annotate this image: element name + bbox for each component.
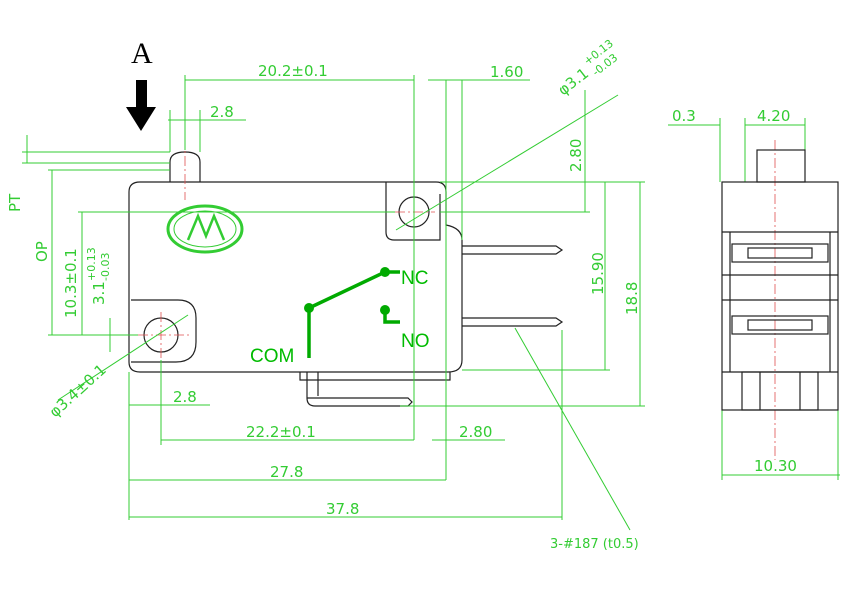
dim-hole-left: φ3.4±0.1 [46,361,110,421]
dim-pt: PT [6,193,24,212]
dim-10-3: 10.3±0.1 [62,248,80,318]
terminal-label-no: NO [401,331,430,352]
dim-hole-top: φ3.1 +0.13 -0.03 [554,37,620,99]
dim-15-90: 15.90 [589,252,607,295]
svg-text:-0.03: -0.03 [99,253,112,281]
switch-body-side [721,149,839,411]
dim-1-60: 1.60 [490,63,523,81]
terminal-note: 3-#187 (t0.5) [550,537,639,552]
terminal-label-com: COM [250,346,294,367]
svg-text:φ3.1: φ3.1 [554,64,592,99]
svg-text:3.1: 3.1 [90,281,108,305]
switch-body-front [128,151,564,407]
internal-contacts [304,267,400,358]
terminal-label-nc: NC [401,268,428,289]
dim-20-2: 20.2±0.1 [258,62,328,80]
dim-3-1: 3.1 +0.13 -0.03 [85,247,112,305]
dim-22-2: 22.2±0.1 [246,423,316,441]
dim-37-8: 37.8 [326,500,359,518]
brand-logo-icon [166,204,244,254]
dim-4-20: 4.20 [757,107,790,125]
dim-2-80-horizontal: 2.80 [459,423,492,441]
dim-0-3: 0.3 [672,107,696,125]
dim-27-8: 27.8 [270,463,303,481]
dim-2-8-bottom: 2.8 [173,388,197,406]
svg-text:+0.13: +0.13 [85,247,98,281]
dim-2-8-top: 2.8 [210,103,234,121]
dimension-lines [22,75,840,531]
actuation-arrow-icon [126,80,156,131]
dim-2-80-vertical: 2.80 [567,139,585,172]
view-label-a: A [131,37,153,70]
centerlines [138,120,776,460]
dim-10-30: 10.30 [754,457,797,475]
dim-op: OP [33,241,51,262]
dim-18-8: 18.8 [623,282,641,315]
